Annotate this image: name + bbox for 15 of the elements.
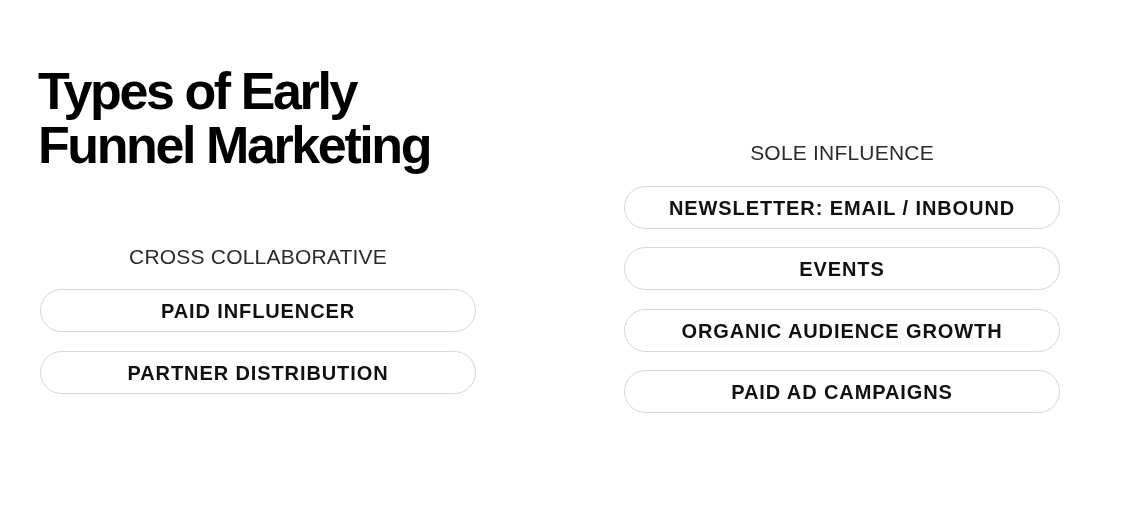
title: Types of Early Funnel Marketing — [38, 64, 432, 172]
category-pill — [40, 351, 476, 394]
category-text: NEWSLETTER: EMAIL / INBOUND — [668, 195, 1016, 220]
category-text: PARTNER DISTRIBUTION — [127, 360, 389, 385]
category-text: EVENTS — [799, 256, 885, 281]
category-pill — [40, 289, 476, 332]
group-heading: SOLE INFLUENCE — [749, 141, 935, 165]
category-pill — [624, 370, 1060, 413]
category-text: ORGANIC AUDIENCE GROWTH — [681, 318, 1003, 343]
category-pill — [624, 186, 1060, 229]
group-heading: CROSS COLLABORATIVE — [128, 245, 388, 269]
category-text: PAID AD CAMPAIGNS — [731, 379, 953, 404]
category-pill — [624, 247, 1060, 290]
category-pill — [624, 309, 1060, 352]
category-text: PAID INFLUENCER — [160, 298, 356, 323]
